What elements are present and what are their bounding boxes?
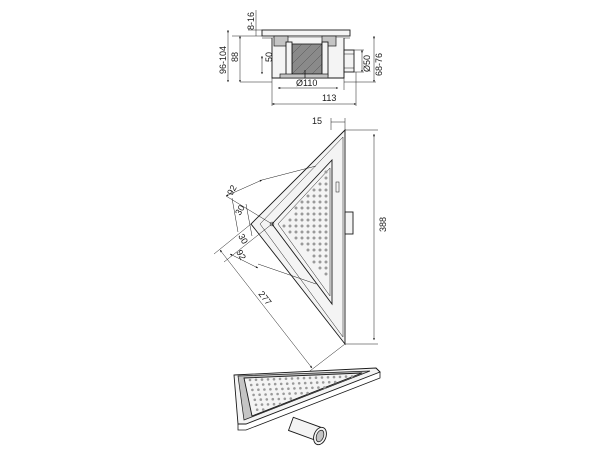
dim-grate-offset-2: 92	[234, 248, 248, 262]
flange-plate	[261, 29, 351, 37]
dim-grate-gap-2: 30	[236, 232, 250, 246]
dim-outlet-length: 113	[322, 93, 336, 103]
dim-height-total: 96-104	[218, 46, 228, 74]
dim-height-body: 88	[230, 52, 240, 62]
perspective-view	[233, 367, 381, 446]
perspective-outlet	[287, 416, 327, 446]
dim-body-diameter: Ø110	[296, 78, 317, 88]
outlet-pipe	[343, 49, 355, 73]
dim-outlet-height: 68-76	[374, 53, 384, 76]
dim-height: 388	[378, 217, 388, 232]
side-view: 96-104 88 8-16 50 Ø50 68-76 Ø110 113	[218, 10, 384, 106]
dim-flange: 8-16	[246, 12, 256, 30]
dim-grate-offset-1: 92	[225, 183, 239, 197]
dim-seal-height: 50	[264, 52, 274, 62]
dim-grate-gap-1: 30	[233, 203, 247, 217]
grate-holes	[282, 170, 328, 276]
perspective-grate-holes	[248, 375, 354, 412]
dim-outlet-diameter: Ø50	[362, 55, 372, 72]
dim-frame-width: 15	[312, 116, 322, 126]
outlet-stub	[344, 211, 354, 235]
dim-hypotenuse: 277	[256, 289, 273, 307]
top-view: 15 388 92 30 30 92 277	[213, 116, 388, 375]
